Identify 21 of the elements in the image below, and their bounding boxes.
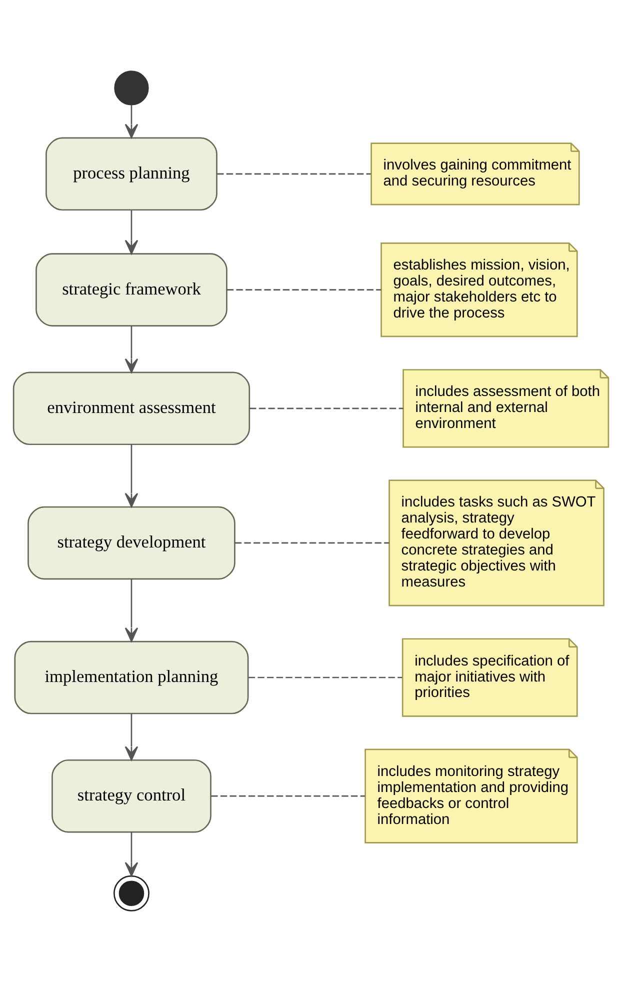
node-box: implementation planning — [14, 640, 249, 714]
arrow — [124, 832, 138, 877]
node-circle — [114, 875, 150, 912]
arrow — [124, 326, 138, 373]
arrow — [124, 578, 138, 642]
node-circle — [114, 70, 149, 106]
node-box: strategy development — [28, 506, 236, 580]
connector — [226, 289, 382, 290]
connector — [211, 795, 366, 797]
connector — [217, 173, 371, 175]
arrow — [124, 210, 138, 254]
connector — [248, 676, 402, 678]
node-box: strategy control — [52, 759, 212, 833]
node-box: process planning — [46, 137, 218, 211]
connector — [234, 542, 390, 544]
arrow — [124, 104, 138, 138]
connector — [250, 408, 404, 410]
node-box: strategic framework — [36, 253, 228, 326]
arrow — [124, 714, 138, 761]
arrow — [124, 444, 138, 508]
node-box: environment assessment — [12, 372, 250, 446]
